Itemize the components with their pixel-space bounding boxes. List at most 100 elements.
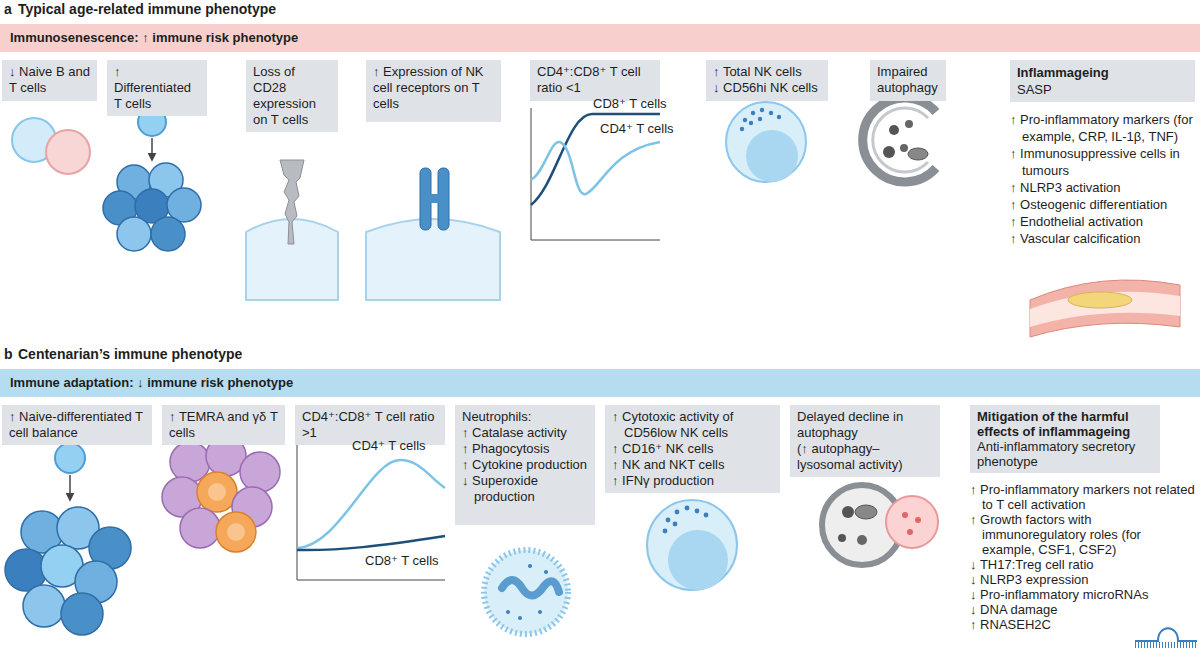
list-item: ↑ Cytotoxic activity of CD56low NK cells	[612, 409, 773, 441]
autophagosome	[908, 148, 928, 160]
autophagosome	[900, 144, 908, 152]
nk-cell	[647, 500, 737, 590]
box-heading: Anti-inflammatory secretory phenotype	[977, 439, 1153, 469]
list-item: ↑ Pro-inflammatory markers (for example,…	[1010, 111, 1195, 145]
nk-cell	[758, 117, 762, 121]
autolysosome	[915, 517, 921, 523]
autolysosome	[886, 496, 938, 548]
nk-cell	[668, 530, 728, 590]
neutrophil	[528, 564, 532, 568]
panel-title: Centenarian’s immune phenotype	[18, 346, 242, 362]
box-list: ↑ Pro-inflammatory markers not related t…	[970, 482, 1195, 632]
differentiated-cells	[117, 217, 151, 251]
curve-label: CD4⁺ T cells	[352, 438, 426, 454]
list-item: ↑ RNASEH2C	[970, 617, 1195, 632]
neutrophil	[538, 610, 542, 614]
list-item: ↑ Endothelial activation	[1010, 213, 1195, 230]
feature-box: ↑ Naive-differentiated T cell balance	[2, 405, 152, 445]
list-item: ↑ Vascular calcification	[1010, 230, 1195, 247]
nk-receptor-membrane	[429, 194, 440, 203]
temra-cells	[216, 512, 256, 552]
box-heading: Inflammageing	[1017, 64, 1188, 81]
list-item: ↓ TH17:Treg cell ratio	[970, 557, 1195, 572]
microrna-hairpin	[1135, 628, 1197, 645]
nk-cell	[685, 506, 690, 511]
phenotype-band: Immunosenescence: ↑ immune risk phenotyp…	[0, 24, 1200, 52]
curve-label: CD8⁺ T cells	[593, 96, 667, 112]
nk-receptor-membrane	[366, 219, 500, 300]
autophagosome	[873, 108, 928, 172]
autolysosome	[855, 505, 877, 519]
microrna-hairpin	[1135, 628, 1197, 641]
differentiated-cells	[151, 217, 185, 251]
nk-cell	[663, 529, 668, 534]
nk-cell	[666, 518, 671, 523]
nk-cell	[743, 118, 747, 122]
curve-label: CD8⁺ T cells	[365, 553, 439, 569]
temra-cells	[162, 436, 280, 552]
feature-box: ↑ TEMRA and γδ T cells	[162, 405, 285, 445]
neutrophil	[502, 580, 559, 596]
list-item: ↑ IFNγ production	[612, 473, 773, 489]
nk-cell	[760, 108, 764, 112]
nk-cell	[749, 121, 753, 125]
box-text: CD4⁺:CD8⁺ T cell ratio >1	[302, 409, 438, 441]
nk-cell	[673, 522, 678, 527]
band-text: Immunosenescence: ↑ immune risk phenotyp…	[10, 30, 1190, 46]
box-text: (↑ autophagy–lysosomal activity)	[797, 441, 933, 473]
list-item: ↑ Immunosuppressive cells in tumours	[1010, 145, 1195, 179]
microrna-hairpin	[1135, 642, 1197, 648]
autolysosome	[838, 534, 846, 542]
list-item: ↑ Catalase activity	[462, 425, 588, 441]
artery	[1068, 292, 1132, 308]
feature-box: Impaired autophagy	[870, 60, 946, 101]
differentiated-cells	[151, 138, 153, 160]
list-item: ↓ NLRP3 expression	[970, 572, 1195, 587]
box-text: ↑ Expression of NK cell receptors on T c…	[373, 64, 494, 112]
feature-box: Neutrophils:↑ Catalase activity↑ Phagocy…	[455, 405, 595, 525]
autophagosome	[863, 98, 936, 182]
panel-letter: b	[4, 346, 13, 362]
balanced-cells	[5, 443, 131, 635]
feature-box: Mitigation of the harmful effects of inf…	[970, 405, 1195, 632]
ratio-chart	[297, 442, 445, 580]
differentiated-cells	[103, 108, 201, 251]
list-item: ↓ Superoxide production	[462, 473, 588, 505]
nk-cell	[751, 111, 755, 115]
nk-cell	[726, 102, 806, 182]
list-item: ↑ CD16⁺ NK cells	[612, 441, 773, 457]
neutrophil	[484, 550, 568, 634]
box-text: CD4⁺:CD8⁺ T cell ratio <1	[537, 64, 653, 96]
list-item: ↑ Cytokine production	[462, 457, 588, 473]
box-header: Mitigation of the harmful effects of inf…	[970, 405, 1160, 473]
box-header: InflammageingSASP	[1010, 60, 1195, 102]
feature-box: ↑ Total NK cells↓ CD56hi NK cells	[706, 60, 828, 101]
box-text: Loss of CD28 expression on T cells	[253, 64, 331, 128]
cd28-membrane	[246, 160, 338, 300]
nk-cell	[675, 510, 680, 515]
box-text: ↑ Differentiated T cells	[114, 64, 200, 112]
curve-label: CD4⁺ T cells	[600, 121, 674, 137]
list-item: ↑ Total NK cells	[713, 64, 821, 80]
feature-box: ↑ Expression of NK cell receptors on T c…	[366, 60, 501, 122]
list-item: ↑ Pro-inflammatory markers not related t…	[970, 482, 1195, 512]
feature-box: Loss of CD28 expression on T cells	[246, 60, 338, 132]
box-heading: SASP	[1017, 81, 1188, 98]
box-text: Neutrophils:	[462, 409, 588, 425]
autolysosome	[857, 535, 867, 545]
box-text: ↓ Naive B and T cells	[9, 64, 90, 96]
temra-cells	[227, 523, 245, 541]
nk-cell	[777, 115, 781, 119]
autophagosome	[905, 120, 913, 128]
naive-cells	[46, 130, 90, 174]
nk-cell	[746, 130, 798, 182]
list-item: ↓ CD56hi NK cells	[713, 80, 821, 96]
box-text: ↑ Naive-differentiated T cell balance	[9, 409, 145, 441]
neutrophil	[484, 550, 568, 634]
ratio-chart	[297, 536, 445, 550]
nk-cell	[695, 509, 700, 514]
autolysosome	[842, 506, 854, 518]
temra-cells	[197, 472, 237, 512]
autophagosome	[883, 146, 895, 158]
list-item: ↑ Osteogenic differentiation	[1010, 196, 1195, 213]
